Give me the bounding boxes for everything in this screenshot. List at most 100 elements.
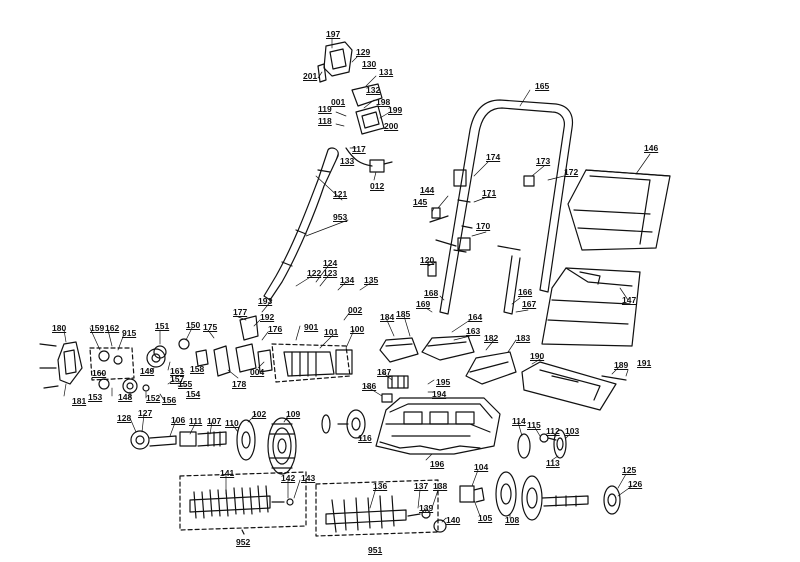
part-label: 183: [516, 333, 531, 343]
part-label: 163: [466, 326, 481, 336]
part-label: 126: [628, 479, 643, 489]
part-label: 158: [190, 364, 205, 374]
grass-bag-part: [567, 169, 671, 251]
part-label: 172: [564, 167, 579, 177]
part-label: 151: [155, 321, 170, 331]
part-label: 145: [413, 197, 428, 207]
part-label: 135: [364, 275, 379, 285]
housing-deck-part: [375, 397, 501, 455]
part-label: 186: [362, 381, 377, 391]
part-label: 169: [416, 299, 431, 309]
part-label: 137: [414, 481, 429, 491]
part-label: 180: [52, 323, 67, 333]
part-label: 140: [446, 515, 461, 525]
part-label: 197: [326, 29, 341, 39]
part-label: 123: [323, 268, 338, 278]
part-label: 101: [324, 327, 339, 337]
part-label: 161: [170, 366, 185, 376]
motor-assembly-part: [146, 315, 353, 383]
part-label: 118: [318, 116, 332, 126]
leader-lines: [63, 37, 651, 523]
bag-frame-part: [541, 267, 641, 347]
part-label: 175: [203, 322, 218, 332]
part-label: 952: [236, 537, 251, 547]
part-label: 915: [122, 328, 137, 338]
part-label: 171: [482, 188, 497, 198]
part-label: 124: [323, 258, 338, 268]
part-label: 162: [105, 323, 120, 333]
part-label: 199: [388, 105, 403, 115]
part-label: 150: [186, 320, 201, 330]
part-label: 138: [433, 481, 448, 491]
main-handle-tube: [429, 99, 574, 315]
part-label: 148: [118, 392, 133, 402]
part-label: 130: [362, 59, 377, 69]
part-label: 012: [370, 181, 385, 191]
part-label: 173: [536, 156, 551, 166]
part-label: 198: [376, 97, 391, 107]
part-label: 191: [637, 358, 652, 368]
part-label: 002: [348, 305, 363, 315]
part-label: 004: [250, 367, 265, 377]
part-label: 114: [512, 416, 526, 426]
part-label: 105: [478, 513, 493, 523]
part-label: 121: [333, 189, 348, 199]
part-label: 170: [476, 221, 491, 231]
part-label: 115: [527, 420, 541, 430]
part-label: 112: [546, 426, 560, 436]
part-label: 127: [138, 408, 153, 418]
part-label: 142: [281, 473, 296, 483]
part-label: 187: [377, 367, 392, 377]
part-label: 107: [207, 416, 222, 426]
part-label: 167: [522, 299, 537, 309]
part-label: 160: [92, 368, 107, 378]
part-label: 166: [518, 287, 533, 297]
part-label: 195: [436, 377, 451, 387]
left-handle-tube: [263, 147, 339, 301]
part-label: 177: [233, 307, 248, 317]
part-label: 106: [171, 415, 186, 425]
part-label: 120: [420, 255, 435, 265]
right-wheel-part: [459, 429, 621, 521]
part-label: 113: [546, 458, 560, 468]
part-label: 192: [260, 312, 275, 322]
part-label: 133: [340, 156, 355, 166]
part-label: 196: [430, 459, 445, 469]
aerator-roller-part: [315, 479, 447, 537]
part-label: 100: [350, 324, 365, 334]
part-label: 181: [72, 396, 87, 406]
part-label: 953: [333, 212, 348, 222]
part-label: 104: [474, 462, 489, 472]
filter-block-part: [381, 375, 409, 403]
part-label: 001: [331, 97, 346, 107]
rear-cover-part: [379, 335, 517, 385]
part-label: 165: [535, 81, 550, 91]
part-label: 152: [146, 393, 161, 403]
rear-flap-part: [521, 361, 627, 411]
part-label: 178: [232, 379, 247, 389]
part-label: 901: [304, 322, 319, 332]
part-label: 146: [644, 143, 659, 153]
part-label: 141: [220, 468, 235, 478]
part-label: 176: [268, 324, 283, 334]
part-label: 117: [352, 144, 366, 154]
part-label: 111: [189, 416, 203, 426]
part-label: 139: [419, 503, 434, 513]
part-label: 143: [301, 473, 316, 483]
part-label: 108: [505, 515, 520, 525]
part-label: 109: [286, 409, 301, 419]
part-label: 159: [90, 323, 105, 333]
part-label: 174: [486, 152, 501, 162]
part-label: 128: [117, 413, 132, 423]
part-label: 153: [88, 392, 103, 402]
part-label: 189: [614, 360, 629, 370]
part-label: 164: [468, 312, 483, 322]
part-label: 119: [318, 104, 332, 114]
cable-clips: [427, 169, 535, 277]
part-label: 149: [140, 366, 155, 376]
part-label: 144: [420, 185, 435, 195]
part-label: 201: [303, 71, 318, 81]
part-label: 129: [356, 47, 371, 57]
part-label: 103: [565, 426, 580, 436]
